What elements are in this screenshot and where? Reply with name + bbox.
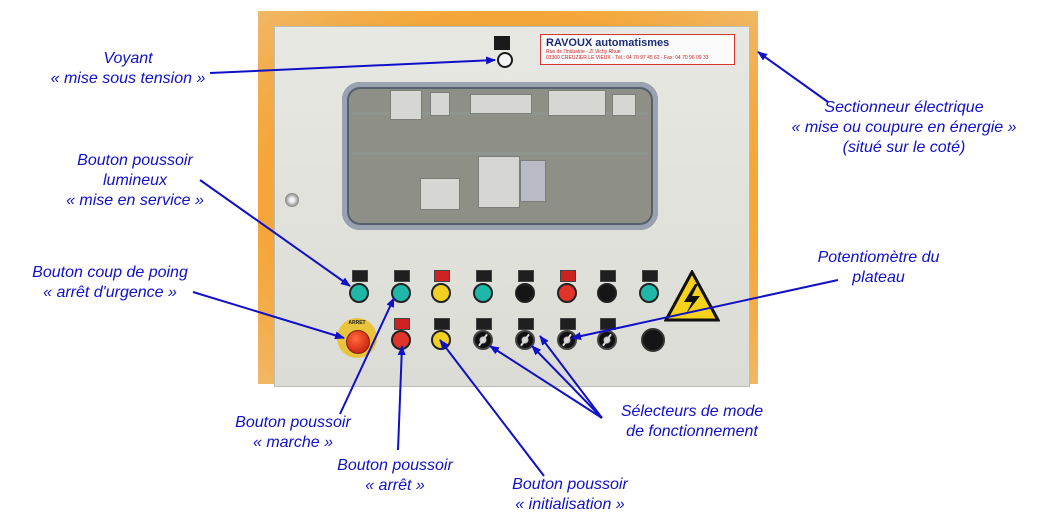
label-potentiometre-line1: Potentiomètre du [817, 249, 940, 266]
door-lock-icon [285, 193, 299, 207]
mode-selector-2[interactable] [515, 330, 535, 350]
internal-module [470, 94, 532, 114]
label-selecteurs: Sélecteurs de mode de fonctionnement [597, 402, 787, 442]
arrow-sectionneur [757, 51, 829, 103]
teal-button-4[interactable] [639, 283, 659, 303]
internal-module [430, 92, 450, 116]
label-coup-de-poing-line1: Bouton coup de poing [32, 264, 188, 281]
label-potentiometre: Potentiomètre du plateau [796, 248, 961, 288]
button-label-plate [394, 318, 410, 330]
internal-module [612, 94, 636, 116]
label-bp-arret-line2: « arrêt » [365, 477, 425, 494]
selector-label-plate [476, 318, 492, 330]
potentiometer-label-plate [560, 318, 576, 330]
label-bp-arret-line1: Bouton poussoir [337, 457, 453, 474]
red-button-top[interactable] [557, 283, 577, 303]
label-coup-de-poing: Bouton coup de poing « arrêt d'urgence » [10, 263, 210, 303]
button-label-plate [600, 270, 616, 282]
label-bp-arret: Bouton poussoir « arrêt » [320, 456, 470, 496]
selector-label-plate [518, 318, 534, 330]
label-selecteurs-line1: Sélecteurs de mode [620, 403, 764, 420]
inspection-window [342, 82, 658, 230]
mode-selector-1[interactable] [473, 330, 493, 350]
logo-contact: 03300 CREUZIER LE VIEUX - Tél.: 04 70 97… [546, 55, 709, 61]
arret-button[interactable] [391, 330, 411, 350]
plateau-potentiometer[interactable] [557, 330, 577, 350]
internal-module [520, 160, 546, 202]
initialisation-button[interactable] [431, 330, 451, 350]
button-label-plate [560, 270, 576, 282]
label-bp-lumineux: Bouton poussoir lumineux « mise en servi… [45, 151, 225, 211]
internal-module [548, 90, 606, 116]
label-bp-marche-line1: Bouton poussoir [235, 414, 351, 431]
internal-module [390, 90, 422, 120]
voyant-label-plate [494, 36, 510, 50]
label-bp-marche: Bouton poussoir « marche » [218, 413, 368, 453]
estop-label: ARRET [348, 320, 366, 326]
button-label-plate [518, 270, 534, 282]
black-button-top-2[interactable] [597, 283, 617, 303]
company-logo-plate: RAVOUX automatismes Rue de l'Industrie -… [540, 34, 735, 65]
label-coup-de-poing-line2: « arrêt d'urgence » [43, 284, 177, 301]
label-selecteurs-line2: de fonctionnement [626, 423, 758, 440]
label-sectionneur-line1: Sectionneur électrique [824, 99, 984, 116]
internal-module [420, 178, 460, 210]
button-label-plate [352, 270, 368, 282]
button-label-plate [434, 270, 450, 282]
logo-brand: RAVOUX automatismes [546, 37, 670, 49]
label-voyant: Voyant « mise sous tension » [23, 49, 233, 89]
black-button-top[interactable] [515, 283, 535, 303]
electrical-hazard-icon [664, 270, 720, 322]
label-bp-init-line2: « initialisation » [515, 496, 625, 513]
mode-selector-3[interactable] [597, 330, 617, 350]
teal-button-1[interactable] [349, 283, 369, 303]
label-voyant-line1: Voyant [103, 50, 153, 67]
power-on-indicator-light [497, 52, 513, 68]
label-bp-lumineux-line3: « mise en service » [66, 192, 204, 209]
label-bp-init: Bouton poussoir « initialisation » [490, 475, 650, 515]
mise-en-service-button[interactable] [391, 283, 411, 303]
din-rail-middle [352, 152, 648, 155]
internal-module [478, 156, 520, 208]
button-label-plate [642, 270, 658, 282]
emergency-stop-button[interactable] [346, 330, 370, 354]
label-sectionneur: Sectionneur électrique « mise ou coupure… [769, 98, 1039, 158]
label-bp-lumineux-line2: lumineux [102, 172, 168, 189]
button-label-plate [434, 318, 450, 330]
label-bp-marche-line2: « marche » [252, 434, 334, 451]
label-potentiometre-line2: plateau [852, 269, 905, 286]
logo-address: Rue de l'Industrie - ZI Vichy Rhue [546, 49, 621, 55]
label-sectionneur-line2: « mise ou coupure en énergie » [791, 119, 1017, 136]
label-sectionneur-line3: (situé sur le coté) [842, 139, 966, 156]
label-bp-lumineux-line1: Bouton poussoir [77, 152, 193, 169]
selector-label-plate [600, 318, 616, 330]
label-bp-init-line1: Bouton poussoir [512, 476, 628, 493]
teal-button-3[interactable] [473, 283, 493, 303]
label-voyant-line2: « mise sous tension » [50, 70, 206, 87]
button-label-plate [476, 270, 492, 282]
black-pilot-light [641, 328, 665, 352]
button-label-plate [394, 270, 410, 282]
yellow-button-top[interactable] [431, 283, 451, 303]
